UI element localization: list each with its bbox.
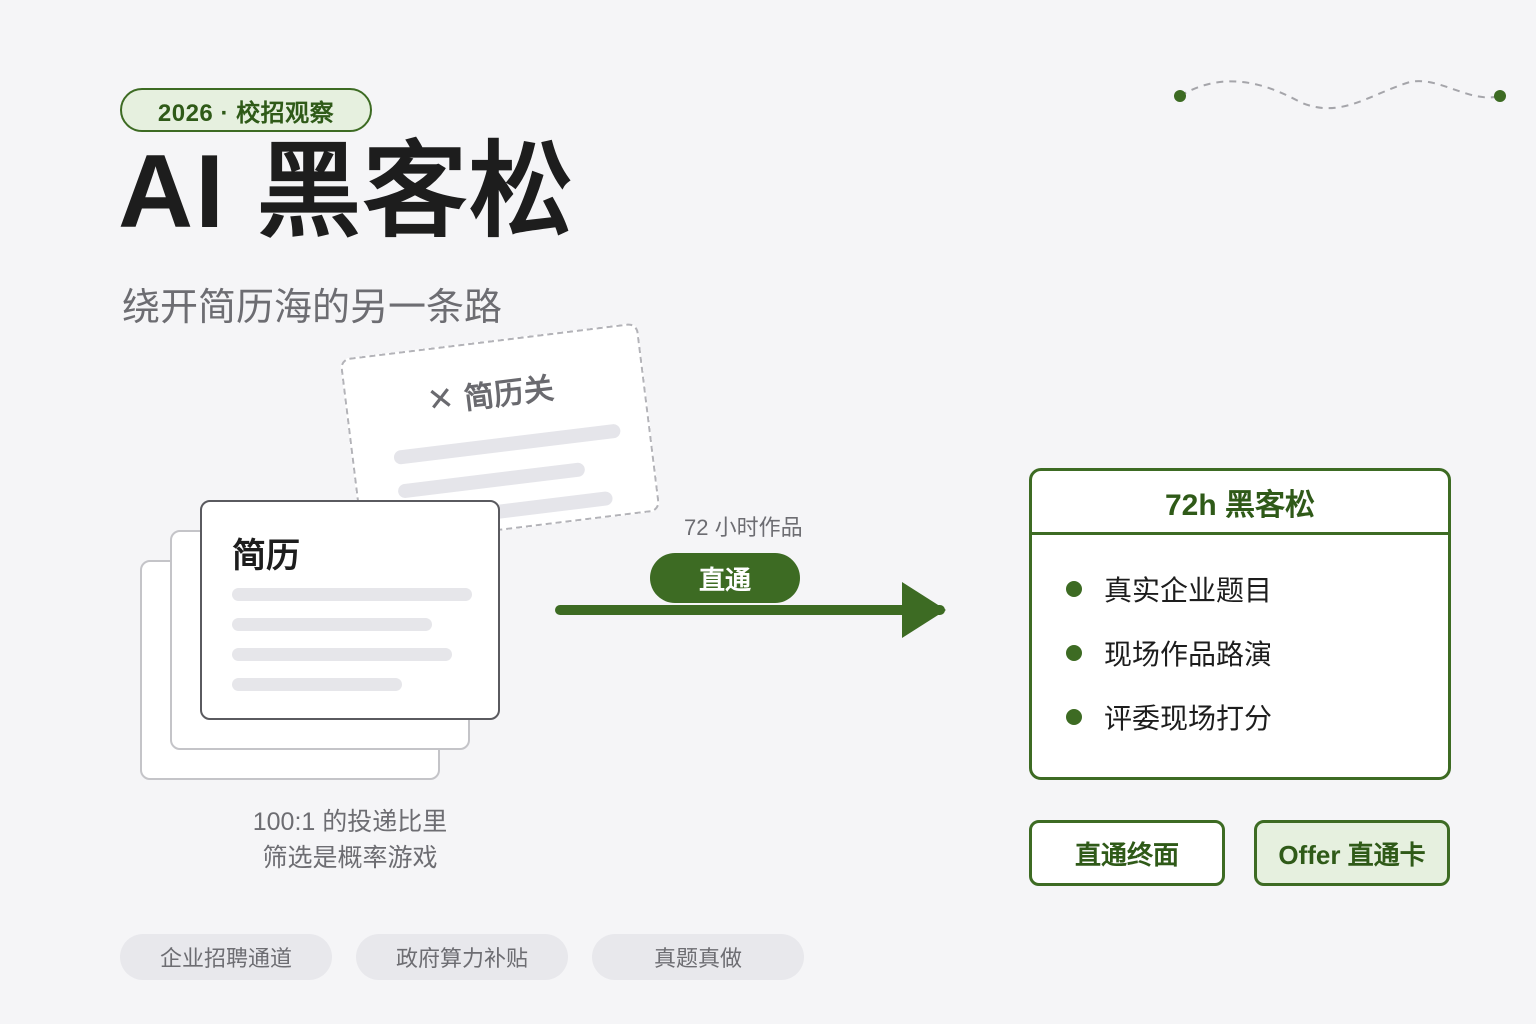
tag-real-problems: 真题真做 xyxy=(592,934,804,980)
placeholder-line xyxy=(232,588,472,601)
placeholder-line xyxy=(393,423,622,466)
resume-gate-title: ✕ 简历关 xyxy=(425,363,556,422)
placeholder-line xyxy=(232,618,432,631)
resume-card: 简历 xyxy=(200,500,500,720)
placeholder-line xyxy=(232,648,452,661)
hackathon-item-label: 真实企业题目 xyxy=(1104,575,1273,606)
hackathon-item: 评委现场打分 xyxy=(1066,697,1272,737)
page-subtitle: 绕开简历海的另一条路 xyxy=(122,287,503,329)
year-badge: 2026 · 校招观察 xyxy=(120,88,372,132)
offer-card-button[interactable]: Offer 直通卡 xyxy=(1254,820,1450,886)
resume-card-title: 简历 xyxy=(232,537,300,575)
stack-caption-line-2: 筛选是概率游戏 xyxy=(262,844,438,872)
hackathon-item-label: 评委现场打分 xyxy=(1104,703,1273,734)
page-title: AI 黑客松 xyxy=(118,134,575,250)
tag-enterprise-channel: 企业招聘通道 xyxy=(120,934,332,980)
decorative-wave xyxy=(1174,80,1506,110)
bullet-icon xyxy=(1066,581,1082,597)
arrow-label: 72 小时作品 xyxy=(684,515,803,540)
stack-caption-line-1: 100:1 的投递比里 xyxy=(252,808,448,836)
hackathon-item-label: 现场作品路演 xyxy=(1104,639,1273,670)
hackathon-item: 现场作品路演 xyxy=(1066,633,1272,673)
placeholder-line xyxy=(397,461,586,499)
placeholder-line xyxy=(232,678,402,691)
close-icon: ✕ xyxy=(425,379,457,419)
bullet-icon xyxy=(1066,645,1082,661)
tag-compute-subsidy: 政府算力补贴 xyxy=(356,934,568,980)
resume-gate-label: 简历关 xyxy=(462,372,556,416)
hackathon-item: 真实企业题目 xyxy=(1066,569,1272,609)
bullet-icon xyxy=(1066,709,1082,725)
direct-arrow xyxy=(555,582,946,638)
final-interview-button[interactable]: 直通终面 xyxy=(1029,820,1225,886)
hackathon-card-title: 72h 黑客松 xyxy=(1032,471,1448,535)
direct-pill: 直通 xyxy=(650,553,800,603)
hackathon-card: 72h 黑客松 真实企业题目 现场作品路演 评委现场打分 xyxy=(1029,468,1451,780)
stack-caption: 100:1 的投递比里 筛选是概率游戏 xyxy=(190,804,510,876)
